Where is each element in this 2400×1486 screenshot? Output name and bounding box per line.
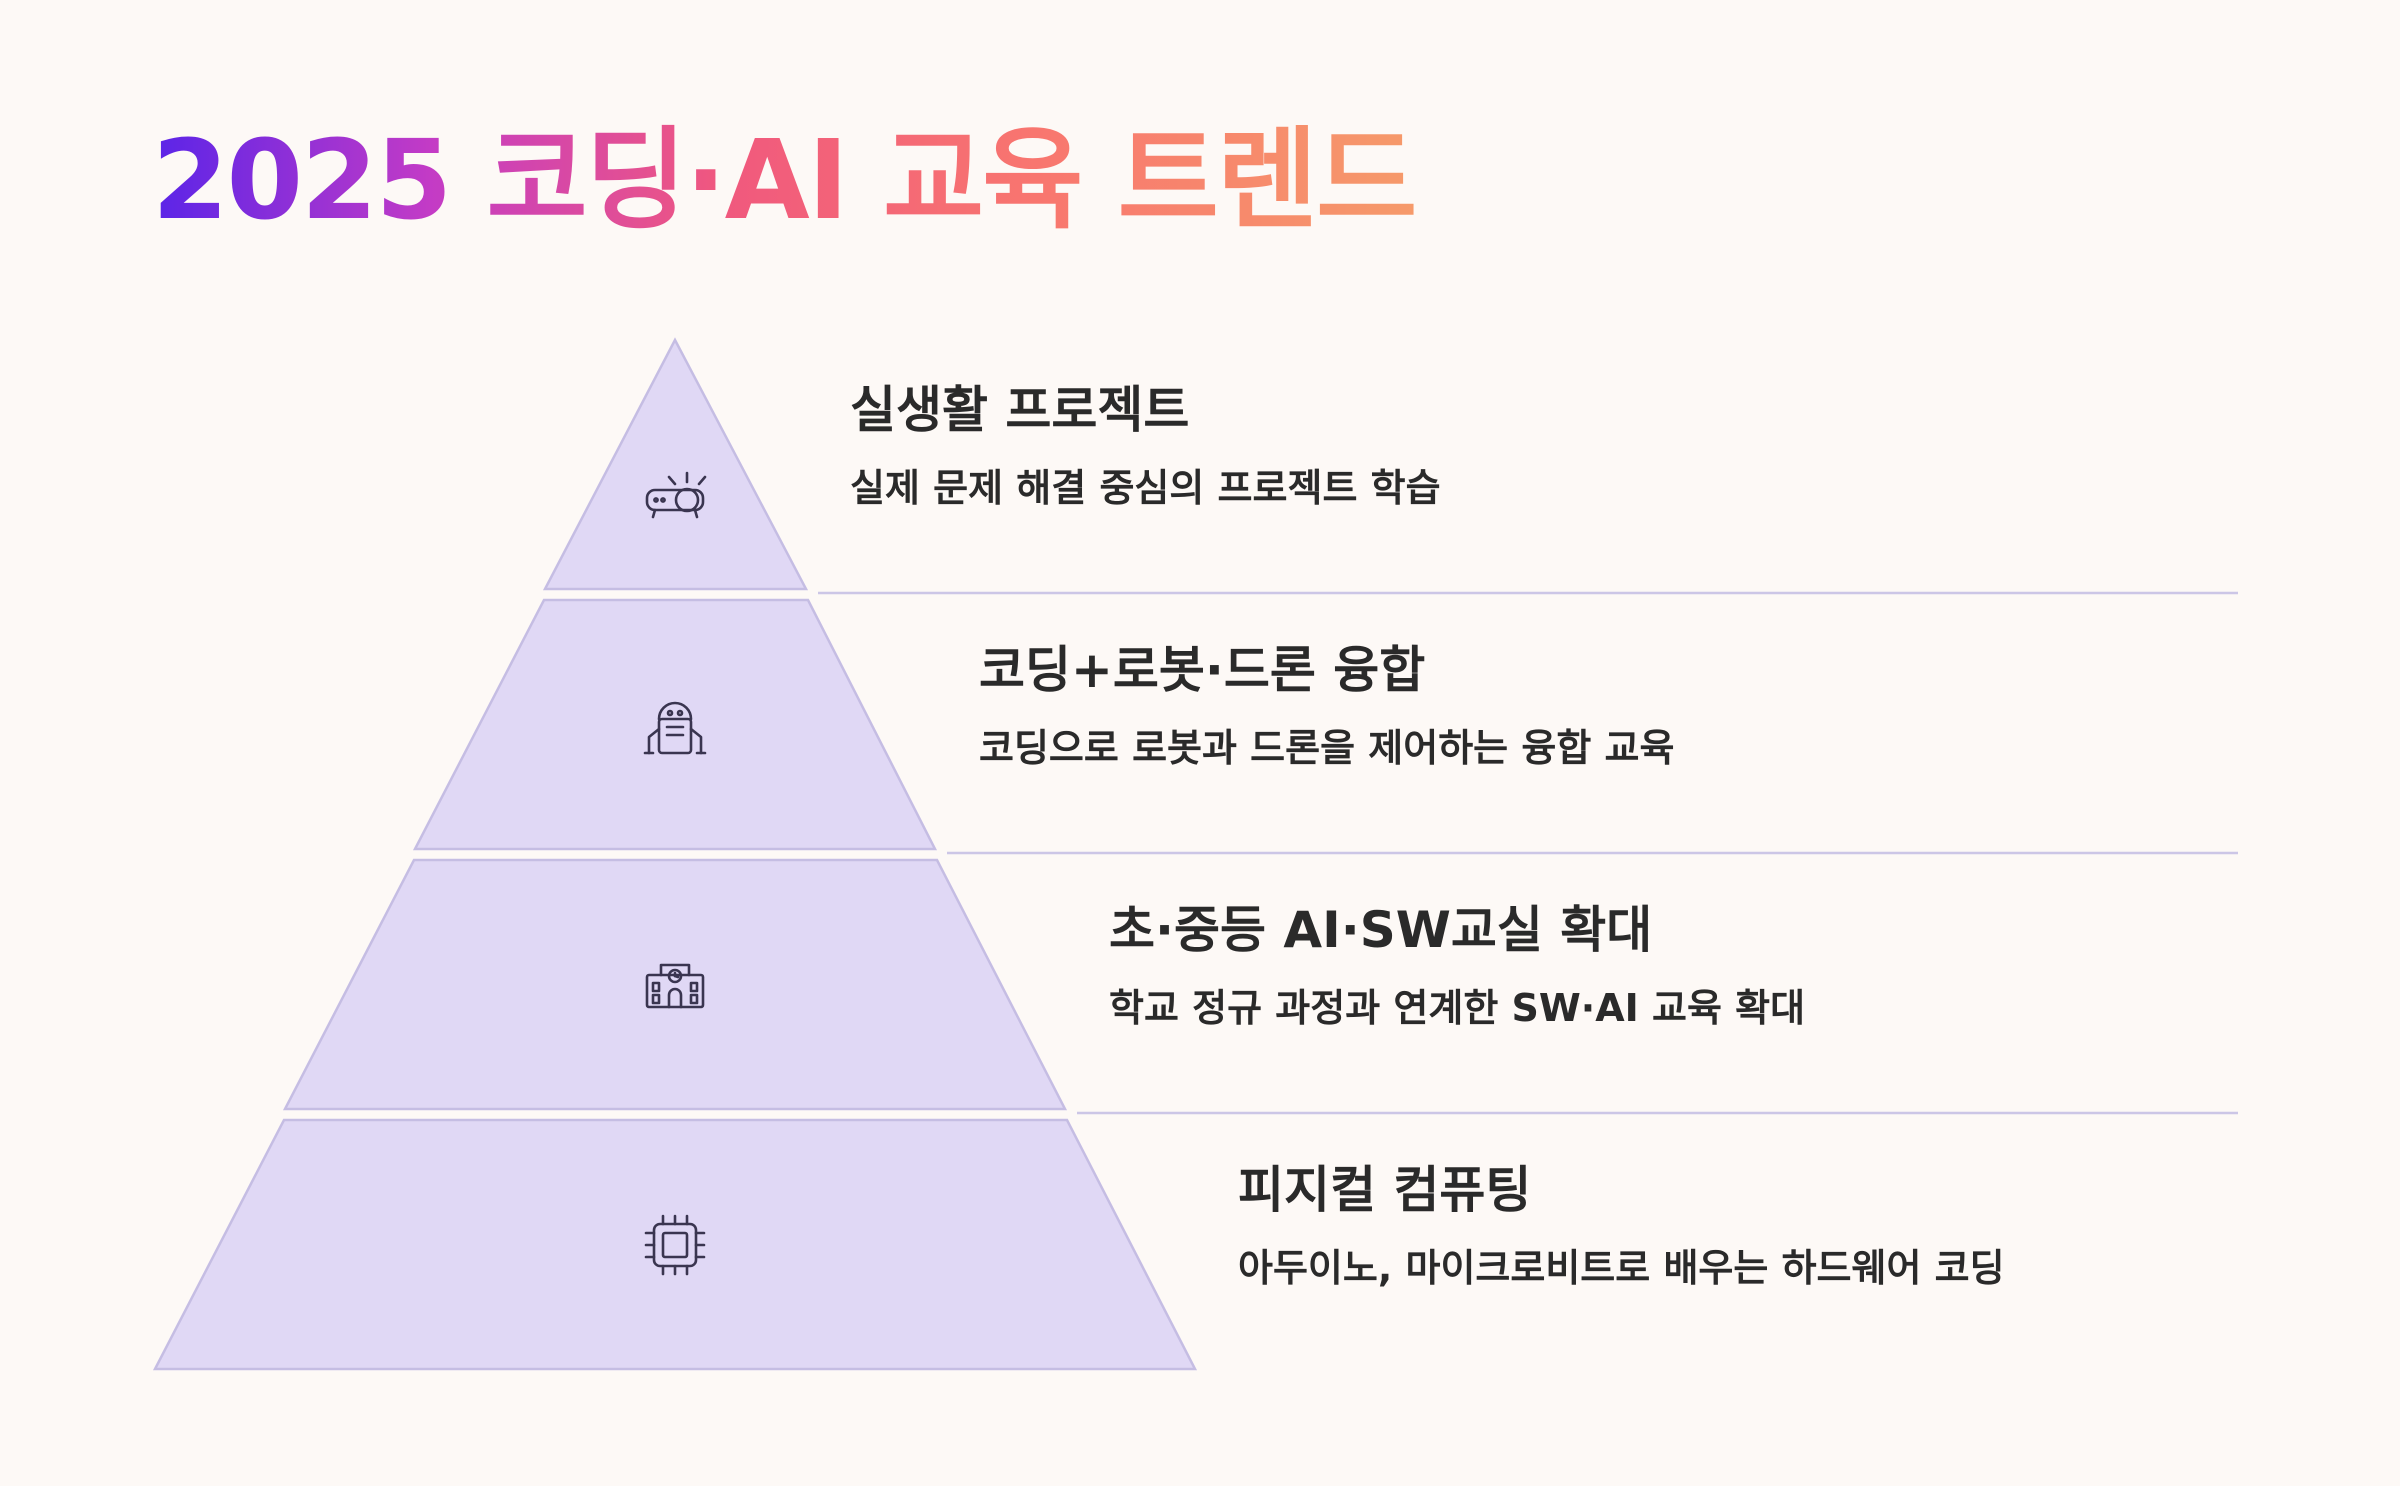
pyramid-tier-3 [282, 858, 1068, 1111]
tier-4-heading: 피지컬 컴퓨팅 [1238, 1161, 1532, 1219]
projector-icon [645, 471, 707, 519]
robot-icon [643, 701, 707, 755]
tier-4-description: 아두이노, 마이크로비트로 배우는 하드웨어 코딩 [1238, 1246, 2005, 1290]
tier-3-description: 학교 정규 과정과 연계한 SW·AI 교육 확대 [1109, 986, 1806, 1030]
tier-1-heading: 실생활 프로젝트 [850, 381, 1190, 439]
school-icon [645, 963, 705, 1009]
tier-4-text: 피지컬 컴퓨팅 아두이노, 마이크로비트로 배우는 하드웨어 코딩 [1238, 1160, 2005, 1292]
tier-3-text: 초·중등 AI·SW교실 확대 학교 정규 과정과 연계한 SW·AI 교육 확… [1109, 900, 1805, 1032]
tier-2-heading: 코딩+로봇·드론 융합 [979, 641, 1426, 699]
tier-3-heading: 초·중등 AI·SW교실 확대 [1109, 901, 1653, 959]
chip-icon [644, 1214, 706, 1276]
pyramid-tier-4 [152, 1118, 1198, 1371]
tier-1-description: 실제 문제 해결 중심의 프로젝트 학습 [850, 466, 1441, 510]
tier-2-description: 코딩으로 로봇과 드론을 제어하는 융합 교육 [979, 726, 1675, 770]
tier-2-text: 코딩+로봇·드론 융합 코딩으로 로봇과 드론을 제어하는 융합 교육 [979, 640, 1674, 772]
pyramid-tier-2 [412, 598, 938, 851]
pyramid-tier-1 [542, 337, 809, 591]
page-title: 2025 코딩·AI 교육 트렌드 [152, 110, 1417, 250]
tier-1-text: 실생활 프로젝트 실제 문제 해결 중심의 프로젝트 학습 [850, 380, 1441, 512]
